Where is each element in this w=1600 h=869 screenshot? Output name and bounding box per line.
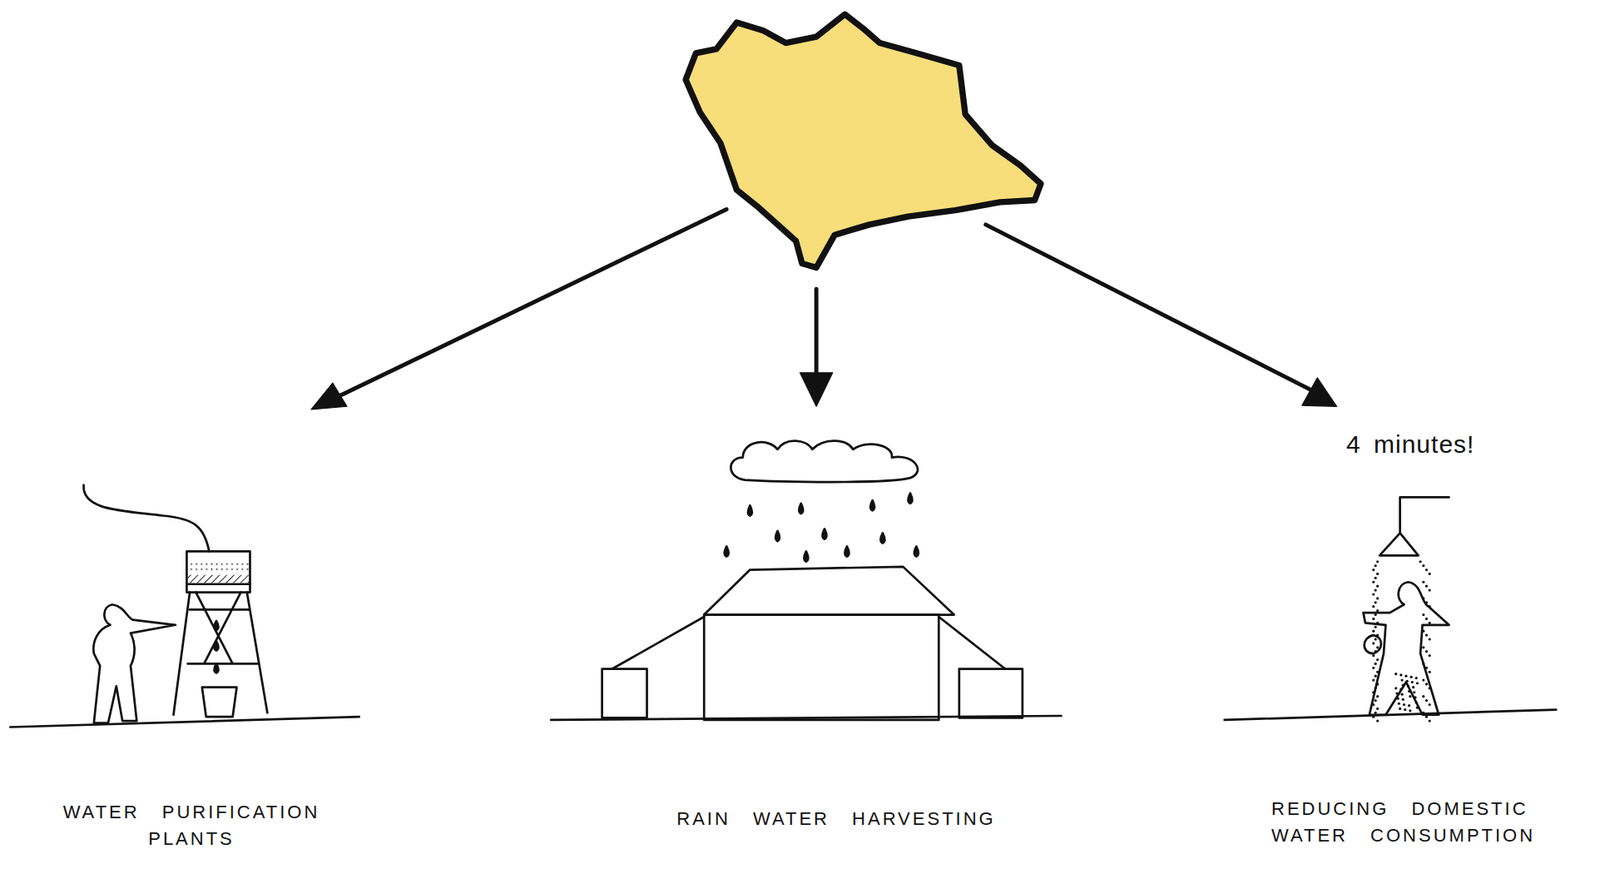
- water-drop: [1425, 649, 1428, 653]
- person: [93, 604, 176, 723]
- raindrop: [822, 528, 827, 539]
- water-drop: [1401, 698, 1405, 701]
- water-drop: [1428, 588, 1432, 591]
- arrows: [311, 208, 1338, 409]
- raindrop: [747, 505, 753, 516]
- water-drop: [1428, 670, 1432, 674]
- water-drop: [1419, 559, 1422, 563]
- water-drop: [1421, 645, 1425, 649]
- water-drop: [1428, 703, 1432, 706]
- water-drop: [1416, 681, 1419, 684]
- water-drop: [1376, 645, 1379, 649]
- water-drop: [1400, 678, 1403, 681]
- shower: [1224, 496, 1557, 722]
- water-drop: [1425, 568, 1428, 571]
- water-drop: [1372, 629, 1375, 633]
- water-drop: [1412, 690, 1416, 694]
- water-drop: [1374, 698, 1378, 702]
- water-drop: [1376, 707, 1379, 710]
- water-drop: [1376, 596, 1379, 600]
- water-drop: [1374, 576, 1378, 580]
- water-drop: [1403, 708, 1407, 711]
- raindrop: [870, 500, 875, 511]
- water-drop: [1404, 674, 1407, 678]
- raindrop: [803, 550, 808, 561]
- raindrop: [914, 545, 919, 556]
- raindrop: [880, 532, 885, 543]
- water-drop: [1374, 674, 1378, 678]
- water-drop: [1374, 600, 1378, 604]
- water-drop: [1425, 698, 1428, 702]
- water-drop: [1372, 568, 1375, 571]
- water-drop: [1376, 694, 1379, 698]
- water-drop: [1425, 617, 1428, 620]
- water-drop: [1410, 675, 1413, 679]
- water-drop: [1376, 658, 1379, 661]
- purification-tower: [9, 485, 359, 728]
- water-drop: [1374, 588, 1378, 591]
- water-drop: [1372, 678, 1375, 681]
- raindrop: [775, 530, 780, 541]
- water-drop: [1428, 653, 1432, 657]
- raindrop: [844, 545, 849, 556]
- water-drop: [1425, 584, 1428, 588]
- water-drop: [1374, 564, 1378, 567]
- water-drop: [1399, 673, 1402, 676]
- caption-label: WATER PURIFICATION PLANTS: [33, 798, 350, 853]
- water-drop: [1372, 617, 1375, 620]
- water-drop: [1411, 680, 1414, 684]
- raindrop: [798, 503, 803, 514]
- water-drop: [1376, 559, 1379, 563]
- water-drop: [1372, 641, 1375, 644]
- water-drop: [1428, 572, 1432, 575]
- water-drop: [1398, 707, 1402, 710]
- note-text: 4 minutes!: [1346, 426, 1546, 463]
- water-drop: [1372, 592, 1375, 595]
- rain-harvesting: [550, 440, 1061, 720]
- water-drop: [1421, 613, 1425, 616]
- water-drop: [1421, 694, 1425, 698]
- water-drop: [1374, 662, 1378, 665]
- water-drop: [1428, 719, 1432, 723]
- water-drop: [1421, 580, 1425, 584]
- water-drop: [1415, 676, 1418, 679]
- water-drop: [1408, 694, 1412, 698]
- water-drop: [1374, 637, 1378, 640]
- water-drop: [1407, 703, 1411, 707]
- water-drop: [1402, 703, 1406, 706]
- water-drop: [1425, 633, 1428, 636]
- water-drop: [1421, 678, 1425, 681]
- water-drop: [1397, 702, 1401, 705]
- map-region: [685, 14, 1041, 268]
- water-drop: [1425, 682, 1428, 685]
- water-drop: [1408, 708, 1412, 712]
- water-drop: [1428, 637, 1432, 640]
- water-drop: [1372, 604, 1375, 608]
- water-drop: [1421, 564, 1425, 567]
- caption-label: REDUCING DOMESTIC WATER CONSUMPTION: [1271, 795, 1581, 849]
- water-drop: [1376, 584, 1379, 588]
- water-drop: [1394, 686, 1397, 689]
- water-drop: [1374, 625, 1378, 629]
- water-drop: [1376, 572, 1379, 575]
- water-drop: [1372, 666, 1375, 669]
- raindrop: [724, 545, 729, 556]
- caption-label: RAIN WATER HARVESTING: [640, 805, 1032, 833]
- water-drop: [1400, 693, 1403, 696]
- raindrop: [907, 493, 912, 504]
- water-drop: [1411, 685, 1415, 689]
- water-drop: [1376, 719, 1379, 723]
- water-drop: [1372, 580, 1375, 584]
- water-drop: [1394, 672, 1397, 675]
